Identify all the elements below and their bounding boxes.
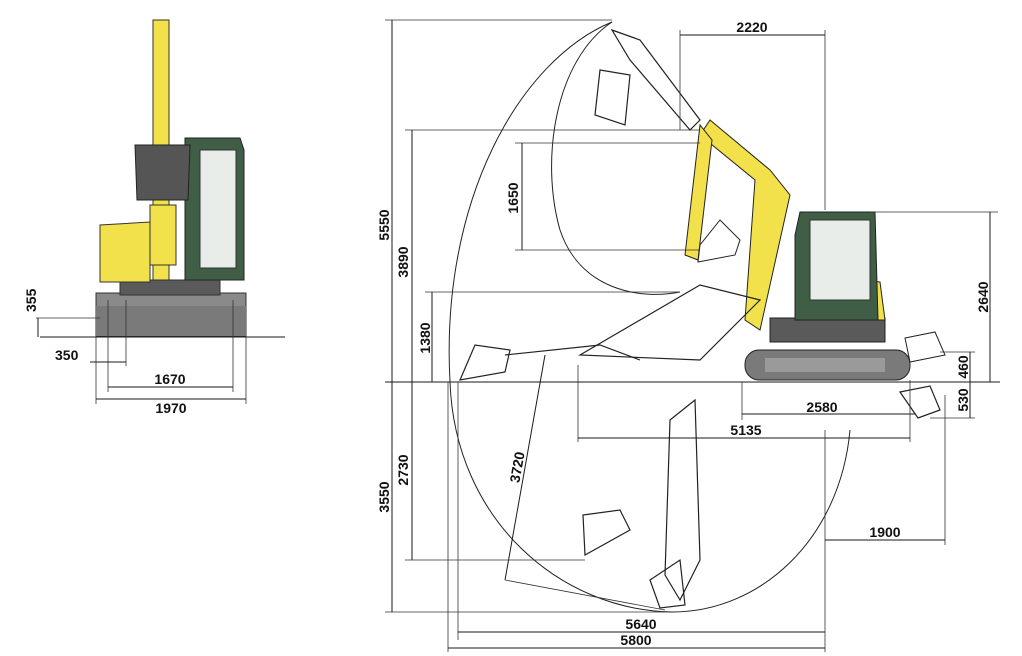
ghost-bucket-mid <box>582 509 631 556</box>
dim-3720-ext <box>504 579 666 611</box>
reach-envelope-arc <box>448 21 851 613</box>
front-bucket <box>134 144 191 201</box>
dim-2730-label: 2730 <box>395 454 411 485</box>
front-body-left <box>99 221 151 283</box>
dim-5640-label: 5640 <box>625 616 656 632</box>
dim-530-label: 530 <box>955 388 971 412</box>
side-boom <box>699 119 791 331</box>
dim-2640-label: 2640 <box>975 281 991 312</box>
dim-2580-label: 2580 <box>806 399 837 415</box>
side-bucket <box>697 219 741 263</box>
side-view: 2220 5550 3890 1650 1380 2640 460 530 <box>376 19 1000 652</box>
side-cab-window <box>809 219 871 301</box>
ghost-arm-low <box>577 284 762 361</box>
front-view: 355 350 1670 1970 <box>23 19 285 416</box>
blade-down-outline <box>898 385 941 419</box>
dim-3720-line <box>504 354 546 581</box>
dim-350-label: 350 <box>55 347 79 363</box>
ghost-bucket-top <box>594 69 631 126</box>
front-cylinder <box>149 204 177 266</box>
front-lower-frame <box>119 279 221 296</box>
dim-5800-label: 5800 <box>620 632 651 648</box>
ghost-bucket-dig <box>649 558 686 609</box>
side-blade <box>904 331 946 363</box>
dim-1380-label: 1380 <box>417 322 433 353</box>
front-track-shade <box>96 306 246 336</box>
inner-envelope-arc <box>551 21 681 295</box>
dim-3890-label: 3890 <box>395 246 411 277</box>
ghost-arm-dig <box>664 398 701 602</box>
side-upper-frame <box>769 317 886 343</box>
dim-2220-label: 2220 <box>736 19 767 35</box>
dim-460-label: 460 <box>955 355 971 379</box>
front-cab-window <box>199 149 237 269</box>
dim-3550-label: 3550 <box>376 481 392 512</box>
dim-1650-label: 1650 <box>505 182 521 213</box>
dim-1900-label: 1900 <box>869 524 900 540</box>
side-track-shade <box>765 358 885 372</box>
dim-1670-label: 1670 <box>154 371 185 387</box>
ghost-bucket-far <box>459 344 511 381</box>
dim-3720-label: 3720 <box>506 450 527 484</box>
dim-5135-label: 5135 <box>730 422 761 438</box>
dim-5550-label: 5550 <box>376 209 392 240</box>
dim-1970-label: 1970 <box>155 400 186 416</box>
dim-355-label: 355 <box>23 288 39 312</box>
ghost-arm-top <box>610 28 701 131</box>
ghost-link-far <box>504 344 641 361</box>
